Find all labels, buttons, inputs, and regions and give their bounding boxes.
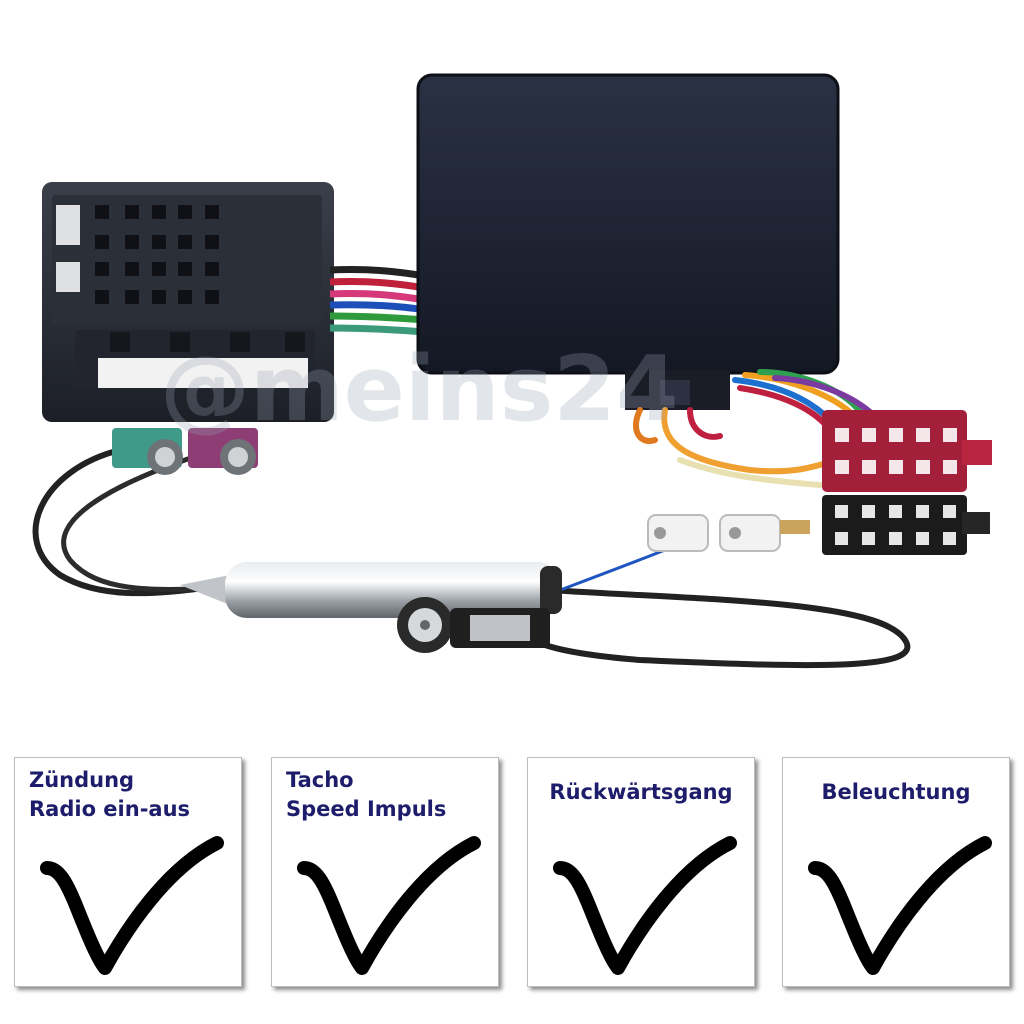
watermark: @meins24 (160, 337, 679, 442)
din-antenna-plug (397, 597, 550, 653)
feature-label-line: Tacho (286, 768, 354, 792)
feature-label: Tacho Speed Impuls (286, 766, 490, 824)
iso-connector-speaker (822, 495, 990, 555)
spade-connectors (647, 514, 810, 552)
fakra-connector-green (112, 428, 183, 475)
feature-card-zuendung: Zündung Radio ein-aus (14, 757, 242, 987)
feature-label-line: Speed Impuls (286, 797, 447, 821)
checkmark-icon (808, 836, 992, 975)
quadlock-connector (42, 182, 334, 422)
feature-label-line: Zündung (29, 768, 135, 792)
checkmark-icon (553, 836, 737, 975)
checkmark-icon (297, 836, 481, 975)
product-photo: @meins24 (32, 73, 992, 669)
feature-label: Zündung Radio ein-aus (29, 766, 233, 824)
feature-label: Beleuchtung (791, 778, 1001, 807)
feature-label-line: Rückwärtsgang (549, 780, 733, 804)
feature-card-rueckwaertsgang: Rückwärtsgang (527, 757, 755, 987)
feature-label-line: Beleuchtung (821, 780, 971, 804)
checkmark-icon (40, 836, 224, 975)
feature-label-line: Radio ein-aus (29, 797, 191, 821)
interface-box (416, 73, 840, 410)
wire-bundle-left (329, 265, 426, 336)
antenna-cable (32, 447, 911, 669)
fakra-connector-violet (188, 428, 258, 475)
feature-card-tacho: Tacho Speed Impuls (271, 757, 499, 987)
feature-label: Rückwärtsgang (536, 778, 746, 807)
feature-card-beleuchtung: Beleuchtung (782, 757, 1010, 987)
iso-connector-power (822, 410, 992, 492)
antenna-amplifier (180, 562, 562, 618)
